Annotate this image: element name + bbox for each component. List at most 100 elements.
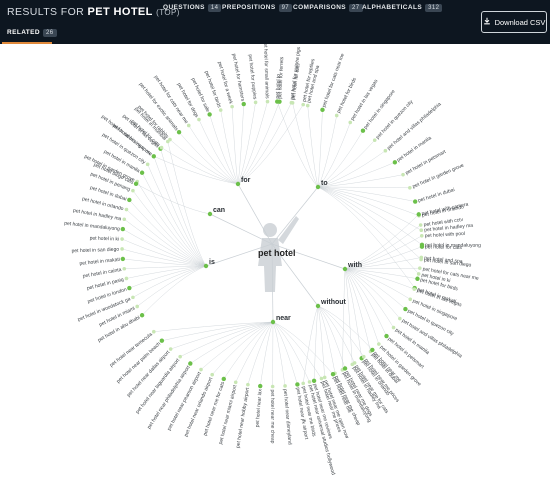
leaf-node[interactable]	[253, 100, 258, 105]
suggestion-label[interactable]: pet hotel in makati	[79, 257, 120, 267]
leaf-node[interactable]	[131, 188, 135, 193]
leaf-node[interactable]	[377, 342, 381, 346]
leaf-node[interactable]	[408, 186, 412, 190]
leaf-node[interactable]	[120, 256, 126, 262]
suggestion-label[interactable]: pet hotel for small animals	[262, 44, 270, 99]
suggestion-label[interactable]: pet hotel in dubai	[417, 187, 455, 204]
leaf-node[interactable]	[207, 112, 212, 117]
leaf-node[interactable]	[392, 160, 398, 165]
branch-label[interactable]: is	[209, 259, 215, 266]
leaf-node[interactable]	[418, 266, 422, 270]
branch-label[interactable]: for	[241, 177, 251, 184]
suggestion-label[interactable]: pet hotel for cats	[291, 62, 302, 100]
leaf-node[interactable]	[361, 354, 366, 359]
leaf-node[interactable]	[319, 376, 324, 381]
leaf-node[interactable]	[139, 313, 145, 318]
branch-label[interactable]: without	[320, 299, 347, 306]
branch-label[interactable]: near	[276, 315, 291, 322]
leaf-node[interactable]	[330, 371, 336, 377]
leaf-node[interactable]	[307, 380, 312, 384]
suggestion-label[interactable]: pet hotel in mandaluyong	[425, 242, 481, 248]
leaf-node[interactable]	[168, 347, 173, 351]
suggestion-label[interactable]: pet hotel in mandaluyong	[64, 221, 120, 233]
suggestion-label[interactable]: pet hotel for cats	[425, 244, 463, 251]
leaf-node[interactable]	[334, 113, 339, 118]
leaf-node[interactable]	[188, 361, 193, 366]
leaf-node[interactable]	[135, 304, 139, 309]
branch-node[interactable]	[270, 319, 276, 325]
branch-node[interactable]	[203, 263, 209, 269]
leaf-node[interactable]	[419, 228, 424, 233]
leaf-node[interactable]	[401, 172, 405, 177]
leaf-node[interactable]	[416, 212, 421, 217]
leaf-node[interactable]	[199, 367, 203, 372]
leaf-node[interactable]	[168, 137, 172, 142]
suggestion-label[interactable]: pet hotel with pool	[425, 231, 466, 239]
suggestion-label[interactable]: pet hotel near lax	[255, 388, 264, 427]
leaf-node[interactable]	[342, 366, 348, 371]
leaf-node[interactable]	[120, 247, 124, 251]
suggestion-label[interactable]: pet hotel in ki	[90, 235, 120, 242]
leaf-node[interactable]	[246, 382, 250, 387]
branch-node[interactable]	[342, 266, 348, 272]
suggestion-label[interactable]: pet hotel for hamsters	[231, 53, 246, 102]
leaf-node[interactable]	[348, 120, 353, 125]
branch-node[interactable]	[315, 184, 321, 190]
suggestion-label[interactable]: pet hotel near me cheap	[269, 389, 275, 443]
leaf-node[interactable]	[139, 170, 145, 175]
leaf-node[interactable]	[258, 383, 263, 389]
leaf-node[interactable]	[241, 101, 246, 107]
leaf-node[interactable]	[131, 295, 135, 300]
leaf-node[interactable]	[127, 197, 132, 203]
leaf-node[interactable]	[122, 217, 127, 222]
suggestion-label[interactable]: pet hotel and spa	[424, 255, 463, 265]
leaf-node[interactable]	[270, 384, 275, 389]
leaf-node[interactable]	[151, 329, 156, 334]
leaf-node[interactable]	[418, 223, 423, 227]
leaf-node[interactable]	[360, 128, 366, 133]
leaf-node[interactable]	[412, 287, 417, 291]
leaf-node[interactable]	[176, 129, 182, 135]
suggestion-label[interactable]: pet hotel to	[275, 74, 282, 99]
suggestion-label[interactable]: pet hotel in san diego	[71, 247, 119, 255]
leaf-node[interactable]	[305, 103, 310, 108]
leaf-node[interactable]	[289, 100, 294, 105]
leaf-node[interactable]	[384, 333, 389, 339]
leaf-node[interactable]	[352, 361, 357, 365]
download-csv-button[interactable]: Download CSV	[481, 11, 547, 33]
leaf-node[interactable]	[320, 107, 325, 113]
suggestion-label[interactable]: pet hotel with cctv	[423, 217, 464, 228]
leaf-node[interactable]	[277, 99, 282, 104]
branch-node[interactable]	[207, 211, 213, 217]
leaf-node[interactable]	[210, 372, 214, 377]
leaf-node[interactable]	[127, 285, 132, 291]
leaf-node[interactable]	[133, 181, 139, 186]
leaf-node[interactable]	[151, 154, 156, 159]
leaf-node[interactable]	[391, 325, 396, 330]
leaf-node[interactable]	[301, 381, 305, 386]
leaf-node[interactable]	[159, 145, 164, 150]
branch-node[interactable]	[315, 303, 321, 309]
leaf-node[interactable]	[218, 108, 223, 112]
suggestion-label[interactable]: pet hotel in san diego	[424, 257, 472, 268]
suggestion-label[interactable]: pet hotel near hobby airport	[235, 387, 251, 449]
leaf-node[interactable]	[186, 123, 191, 128]
leaf-node[interactable]	[197, 117, 201, 122]
leaf-node[interactable]	[403, 306, 408, 312]
leaf-node[interactable]	[233, 380, 238, 385]
leaf-node[interactable]	[145, 162, 150, 167]
branch-label[interactable]: to	[321, 180, 328, 187]
leaf-node[interactable]	[322, 375, 327, 380]
leaf-node[interactable]	[311, 378, 317, 383]
leaf-node[interactable]	[398, 316, 402, 321]
leaf-node[interactable]	[415, 276, 420, 281]
leaf-node[interactable]	[372, 138, 377, 142]
leaf-node[interactable]	[221, 376, 226, 382]
suggestion-label[interactable]: pet hotel for puppies	[247, 54, 258, 100]
leaf-node[interactable]	[301, 102, 305, 107]
